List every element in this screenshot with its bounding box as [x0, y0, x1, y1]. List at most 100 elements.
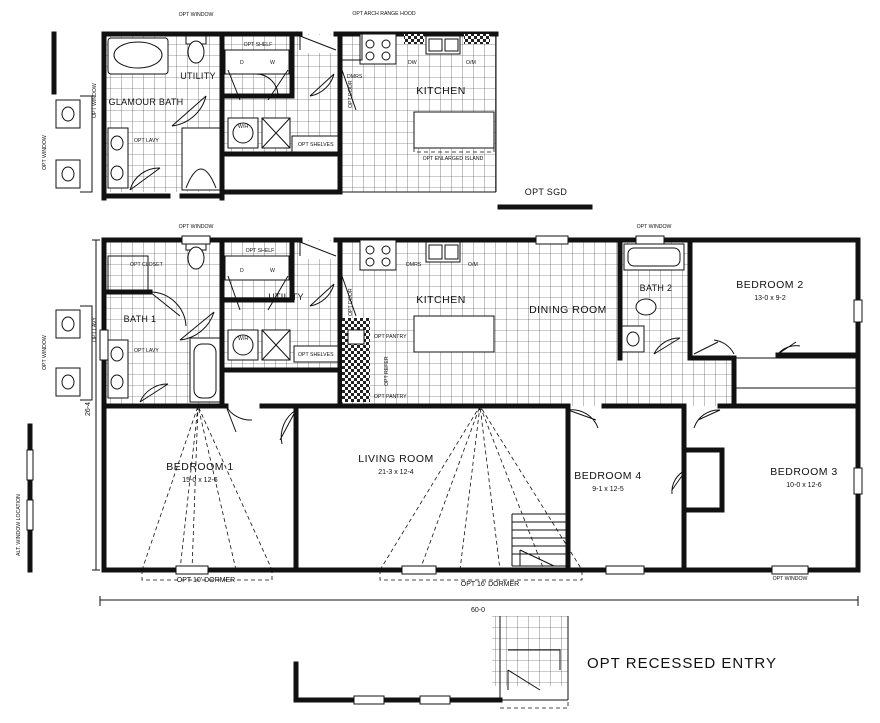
window: [401, 565, 437, 575]
label-opt-recessed-entry: OPT RECESSED ENTRY: [587, 655, 777, 672]
label-opt-shelves-top: OPT SHELVES: [298, 142, 334, 148]
label-opt-window-bath2: OPT WINDOW: [637, 224, 672, 230]
enlarged-island: [413, 111, 495, 149]
label-opt-shelf-top: OPT SHELF: [244, 42, 273, 48]
label-opt-closet: OPT CLOSET: [130, 262, 164, 268]
label-bedroom-1: BEDROOM 1: [166, 461, 234, 473]
label-bedroom-3: BEDROOM 3: [770, 466, 838, 478]
washer-icon: [232, 122, 254, 144]
range: [359, 33, 397, 65]
label-glamour-bath: GLAMOUR BATH: [109, 97, 184, 107]
bedroom-3-door: [693, 409, 721, 429]
label-dryer-main: D: [240, 268, 244, 274]
label-opt-arch-range-hood: OPT ARCH RANGE HOOD: [352, 11, 416, 17]
label-bedroom-4-dim: 9-1 x 12-5: [592, 486, 624, 493]
bath-2-sink-icon: [626, 331, 640, 347]
label-bedroom-2: BEDROOM 2: [736, 279, 804, 291]
bedroom-3-closet: [683, 447, 725, 513]
label-washer-main: W: [270, 268, 275, 274]
label-wh-main: W/H: [238, 336, 248, 342]
label-opt-door-main: OPT DOOR: [348, 288, 354, 316]
washer-icon-main: [232, 334, 254, 356]
label-bath-2: BATH 2: [640, 283, 673, 293]
label-opt-window-left-main: OPT WINDOW: [42, 335, 48, 370]
label-opt-window-main: OPT WINDOW: [179, 224, 214, 230]
bedroom-4-door: [567, 409, 599, 429]
window: [175, 565, 209, 575]
bath-2-walls: [687, 237, 737, 361]
label-opt-16-dormer: OPT 16' DORMER: [461, 581, 519, 588]
window: [853, 467, 863, 495]
window: [635, 235, 665, 245]
label-opt-lavy-left: OPT LAVY: [92, 317, 98, 342]
label-opt-10-dormer: OPT 10' DORMER: [177, 577, 235, 584]
label-bath-1: BATH 1: [124, 314, 157, 324]
label-bedroom-1-dim: 15-0 x 12-6: [182, 477, 218, 484]
window: [771, 565, 809, 575]
entry-steps: [511, 513, 567, 567]
label-utility-top: UTILITY: [180, 71, 216, 81]
kitchen-sink: [425, 35, 461, 55]
label-washer-top: W: [270, 60, 275, 66]
kitchen-sink-main: [425, 241, 461, 263]
window: [535, 235, 569, 245]
label-dmrs-top: DMRS: [347, 74, 363, 80]
label-width-dim: 60-0: [471, 607, 485, 614]
label-opt-window-far-left-top: OPT WINDOW: [42, 135, 48, 170]
label-dryer-top: D: [240, 60, 244, 66]
bath-1-sink-icon: [110, 346, 124, 362]
dryer-icon-main: [261, 329, 291, 361]
label-bedroom-2-dim: 13-0 x 9-2: [754, 295, 786, 302]
bedroom-2-door: [693, 339, 735, 355]
label-om-top: O/M: [466, 60, 476, 66]
label-wh-top: W/H: [238, 124, 248, 130]
top-plan-inner-walls: [219, 31, 343, 201]
label-bedroom-3-dim: 10-0 x 12-6: [786, 482, 822, 489]
top-plan-labels: OPT WINDOW OPT ARCH RANGE HOOD UTILITY O…: [42, 11, 567, 197]
label-living-room: LIVING ROOM: [358, 453, 434, 465]
label-om-main: O/M: [468, 262, 478, 268]
bedroom-walls: [293, 403, 687, 573]
sink-icon: [110, 135, 124, 151]
window: [181, 235, 211, 245]
label-opt-window-top: OPT WINDOW: [179, 12, 214, 18]
label-opt-lavy-main: OPT LAVY: [134, 348, 159, 354]
bath-2-toilet-icon: [635, 298, 657, 316]
label-kitchen: KITCHEN: [416, 294, 466, 306]
opt-recessed-entry-plan: OPT RECESSED ENTRY: [293, 616, 777, 709]
opt-16-dormer: [379, 570, 583, 581]
label-opt-pantry-bottom: OPT PANTRY: [374, 394, 407, 400]
label-opt-lavy-top: OPT LAVY: [134, 138, 159, 144]
window: [605, 565, 645, 575]
kitchen-island: [413, 315, 495, 353]
optional-glamour-bath-plan: [51, 31, 593, 210]
shower: [181, 127, 221, 191]
main-plan-labels: OPT WINDOW OPT WINDOW OPT CLOSET BATH 1 …: [16, 224, 838, 614]
label-kitchen-top: KITCHEN: [416, 85, 466, 97]
depth-dimension-line: [92, 239, 100, 571]
label-utility-main: UTILITY: [268, 292, 304, 302]
toilet-icon: [187, 40, 205, 64]
label-opt-shelf-main: OPT SHELF: [246, 248, 275, 254]
label-dw-top: DW: [408, 60, 417, 66]
main-floor-plan: [26, 235, 863, 606]
hall-floor: [620, 358, 734, 406]
label-opt-door-top: OPT DOOR: [348, 80, 354, 108]
label-living-room-dim: 21-3 x 12-4: [378, 469, 414, 476]
label-opt-sgd: OPT SGD: [525, 187, 568, 197]
label-opt-window-left-top: OPT WINDOW: [92, 83, 98, 118]
width-dimension-line: [99, 596, 859, 606]
label-opt-refer: OPT REFER: [384, 356, 390, 386]
label-opt-shelves-main: OPT SHELVES: [298, 352, 334, 358]
bath-1-toilet-icon: [187, 246, 205, 270]
label-depth-dim: 26-4: [85, 402, 92, 416]
label-alt-window-location: ALT. WINDOW LOCATION: [16, 494, 22, 556]
label-opt-window-bedroom-3: OPT WINDOW: [773, 576, 808, 582]
label-dining-room: DINING ROOM: [529, 304, 607, 316]
dryer-icon: [261, 117, 291, 149]
label-opt-enlarged-island: OPT ENLARGED ISLAND: [423, 156, 484, 162]
bedroom-1-door: [225, 405, 253, 433]
window: [853, 299, 863, 323]
utility-walls: [219, 237, 343, 409]
